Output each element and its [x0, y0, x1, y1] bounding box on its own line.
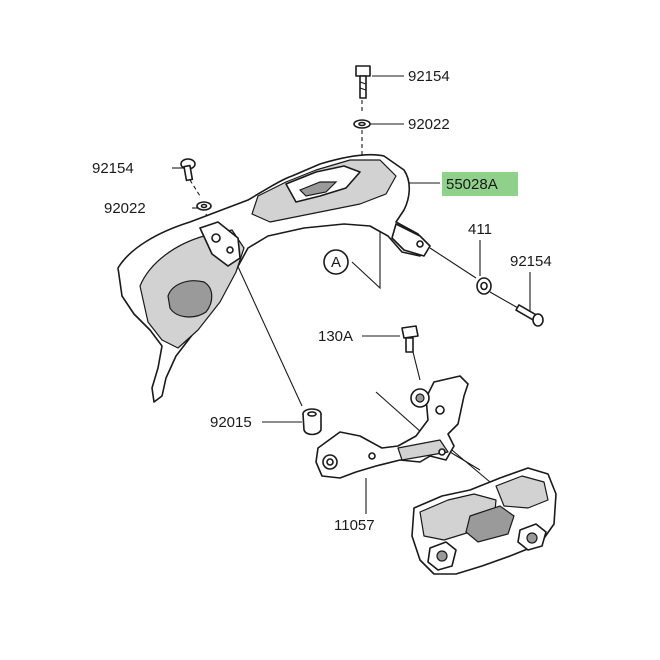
label-bolt-left[interactable]: 92154 — [92, 160, 134, 177]
label-collar[interactable]: 92015 — [210, 414, 252, 431]
grommet-411 — [476, 277, 492, 295]
bracket-55028a — [117, 153, 431, 403]
bolt-right — [515, 304, 544, 327]
label-stay[interactable]: 11057 — [334, 517, 375, 534]
washer-left — [196, 201, 212, 211]
bolt-top — [355, 65, 371, 99]
label-bolt-right[interactable]: 92154 — [510, 253, 552, 270]
label-bolt-130a[interactable]: 130A — [318, 328, 353, 345]
section-marker-label: A — [331, 254, 341, 271]
label-bracket-main[interactable]: 55028A — [446, 176, 498, 193]
lower-clamp — [411, 467, 557, 575]
bolt-130a — [401, 325, 419, 353]
washer-top — [353, 119, 371, 129]
section-marker-a: A — [323, 249, 349, 275]
label-bolt-top[interactable]: 92154 — [408, 68, 450, 85]
highlight-55028a — [442, 172, 518, 196]
label-washer-top[interactable]: 92022 — [408, 116, 450, 133]
label-part-411[interactable]: 411 — [468, 221, 492, 238]
collar-92015 — [302, 408, 322, 436]
bolt-left — [180, 158, 196, 182]
label-washer-left[interactable]: 92022 — [104, 200, 146, 217]
stay-11057 — [315, 375, 469, 479]
